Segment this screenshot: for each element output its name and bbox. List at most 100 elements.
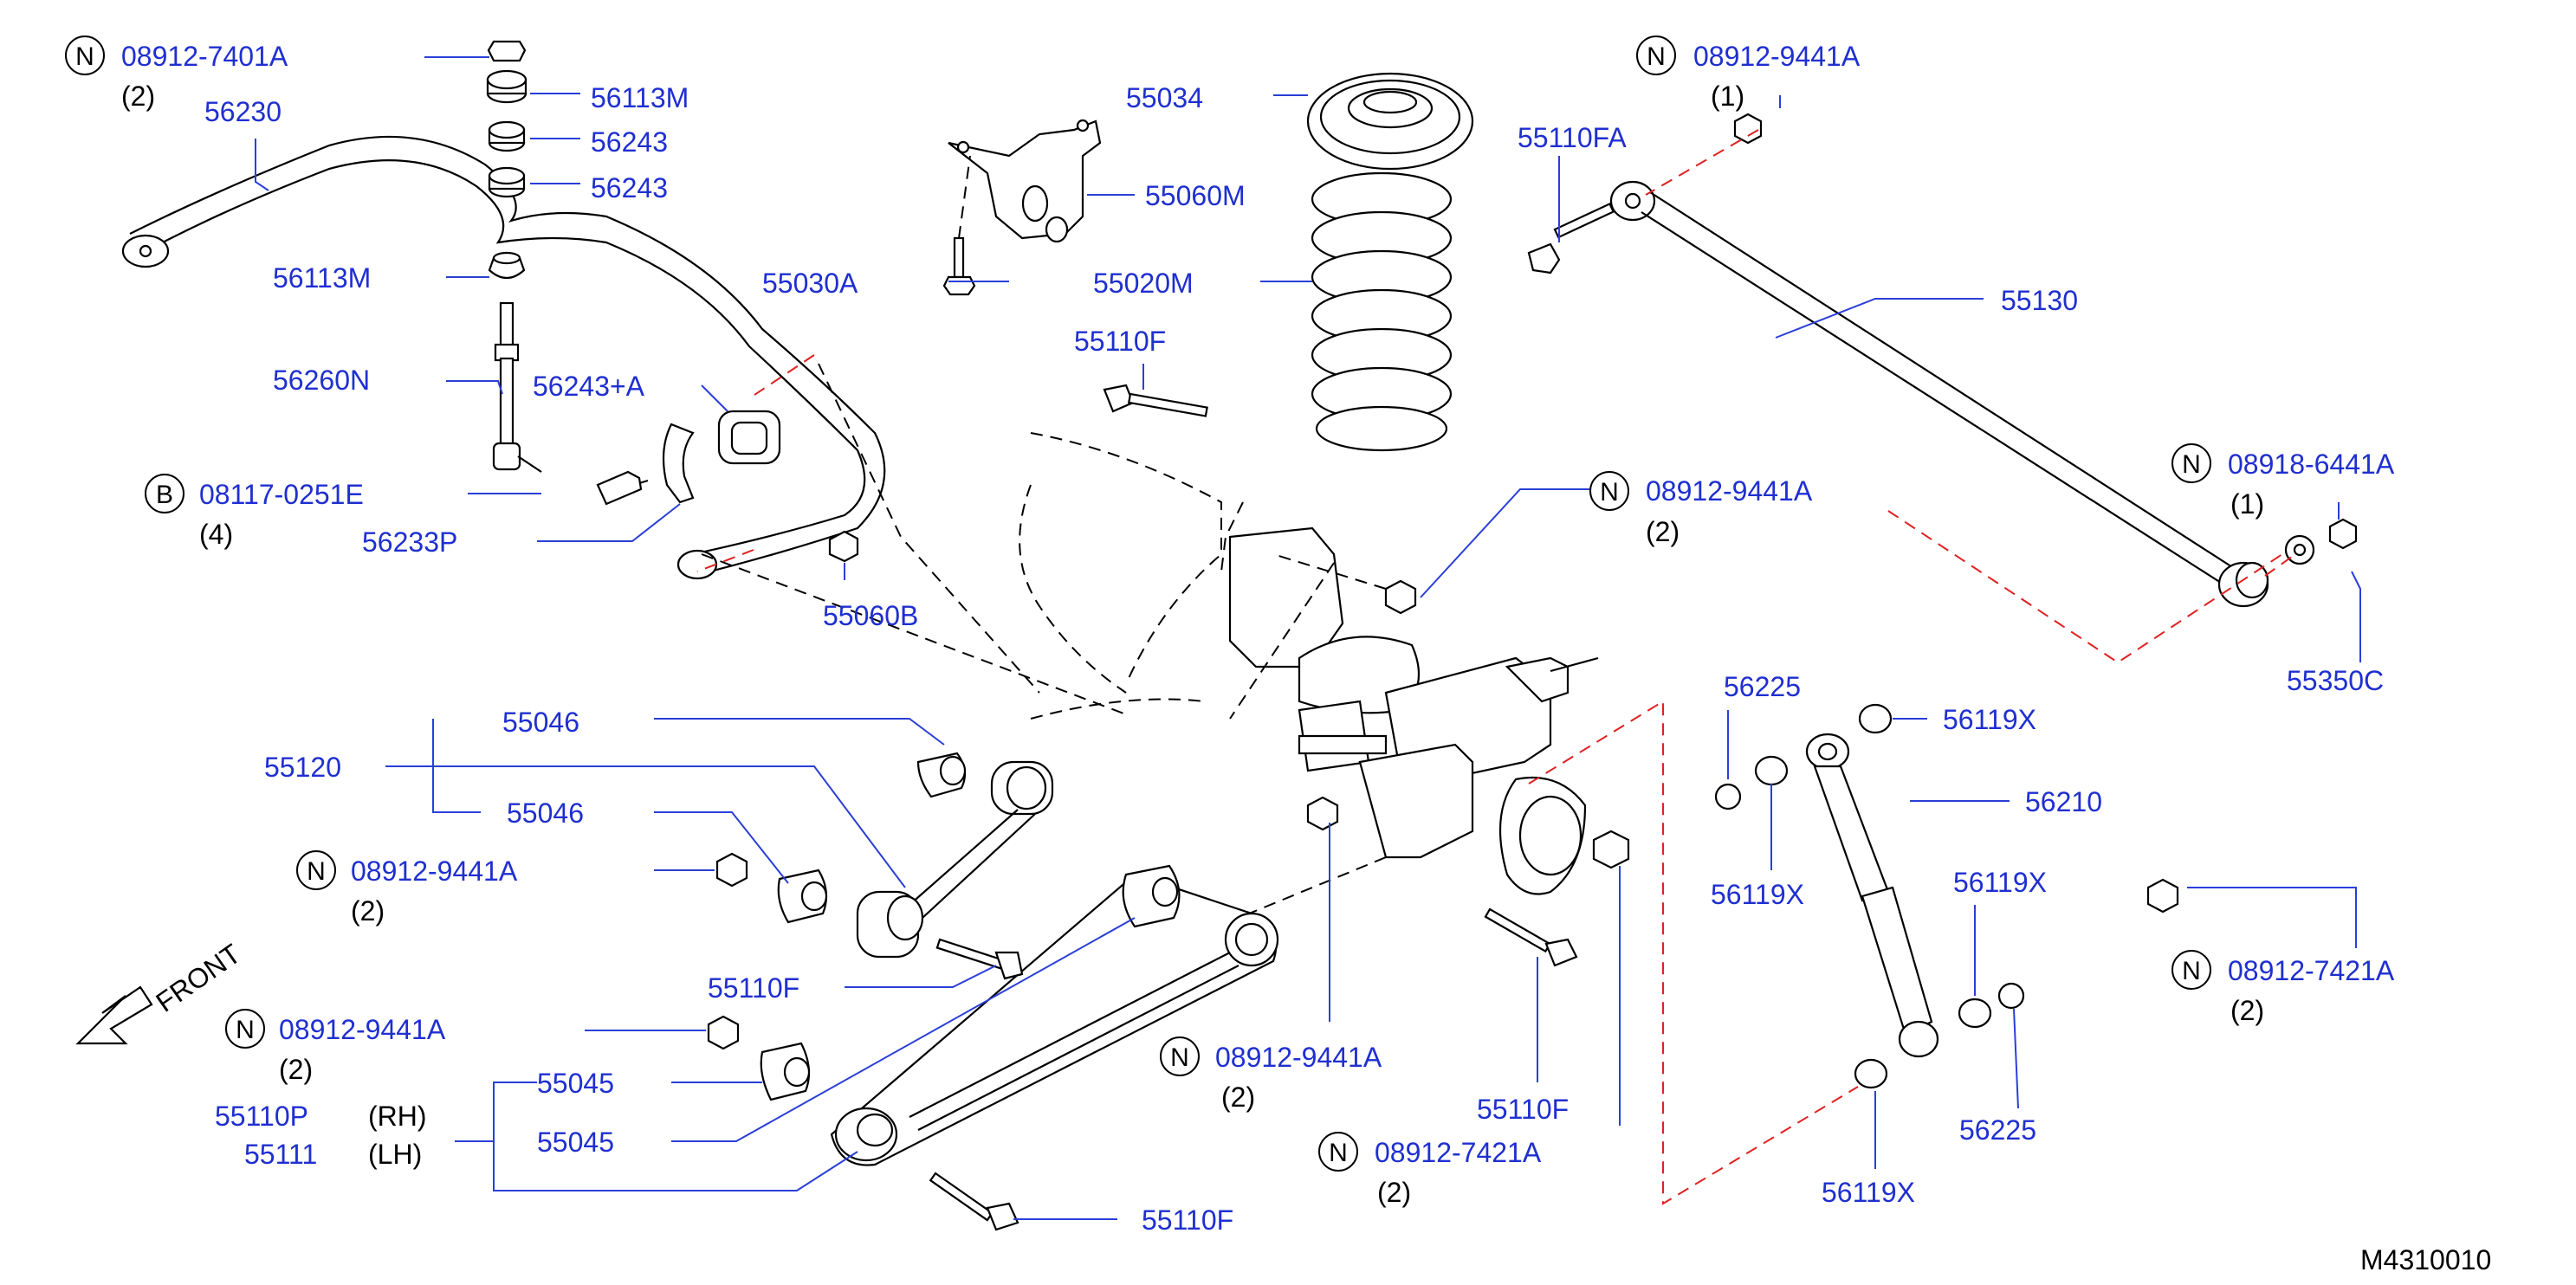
part-number: 56119X bbox=[1711, 879, 1804, 910]
part-number: 08912-9441A bbox=[279, 1014, 446, 1045]
svg-text:N: N bbox=[2182, 957, 2201, 985]
part-number: 08918-6441A bbox=[2228, 449, 2395, 480]
nut-lower-link bbox=[707, 1015, 740, 1050]
part-number: 55110F bbox=[1477, 1094, 1569, 1125]
part-number: 08912-7421A bbox=[2228, 955, 2395, 986]
svg-text:N: N bbox=[307, 857, 326, 886]
axle-housing bbox=[1019, 432, 1599, 919]
shock-absorber bbox=[1805, 733, 1939, 1058]
part-number: 55110FA bbox=[1518, 122, 1627, 153]
nut-bracket-right bbox=[1384, 579, 1417, 615]
svg-text:N: N bbox=[1600, 478, 1619, 507]
symbol-n-c34: N bbox=[1160, 1036, 1200, 1076]
part-number: 08912-9441A bbox=[1693, 41, 1861, 72]
quantity: (1) bbox=[2230, 488, 2264, 520]
part-number: 55060B bbox=[823, 600, 918, 631]
part-number: 55045 bbox=[537, 1127, 614, 1158]
svg-text:N: N bbox=[1329, 1139, 1348, 1167]
symbol-n-c20: N bbox=[2171, 443, 2211, 483]
stabilizer-bushing-stack bbox=[486, 40, 527, 280]
bolt-55110f-lower bbox=[929, 1172, 994, 1222]
diagram-code: M4310010 bbox=[2360, 1244, 2491, 1275]
svg-text:N: N bbox=[1647, 42, 1666, 71]
part-number: 55046 bbox=[502, 707, 579, 738]
part-number: 55110F bbox=[1142, 1204, 1233, 1236]
stabilizer-bar bbox=[121, 135, 886, 580]
bolt-55110f-mid-head bbox=[994, 951, 1024, 980]
quantity: (LH) bbox=[368, 1139, 422, 1170]
bolt-55110f-axle-head bbox=[1544, 938, 1578, 967]
symbol-n-c36: N bbox=[1318, 1132, 1358, 1172]
part-number: 56230 bbox=[204, 96, 282, 127]
nut-axle-right bbox=[1592, 830, 1630, 869]
lateral-rod bbox=[1609, 180, 2358, 608]
part-number: 55060M bbox=[1145, 180, 1246, 211]
nut-55060b bbox=[828, 530, 859, 563]
part-number: 56119X bbox=[1943, 704, 2036, 735]
part-number: 55045 bbox=[537, 1068, 614, 1099]
svg-text:N: N bbox=[1170, 1043, 1189, 1072]
washer-56225-b bbox=[1997, 982, 2025, 1010]
part-number: 55110P bbox=[215, 1101, 308, 1132]
bolt-55110f-axle bbox=[1484, 907, 1551, 953]
stabilizer-link bbox=[492, 301, 542, 473]
quantity: (2) bbox=[1377, 1177, 1411, 1208]
symbol-n-c17: N bbox=[1636, 36, 1676, 75]
symbol-n-c44: N bbox=[2171, 950, 2211, 990]
part-number: 55130 bbox=[2001, 285, 2078, 316]
part-number: 56243 bbox=[591, 172, 668, 203]
part-number: 08117-0251E bbox=[199, 479, 364, 510]
quantity: (2) bbox=[1646, 516, 1680, 547]
part-number: 56113M bbox=[591, 82, 689, 113]
front-arrow bbox=[75, 985, 153, 1045]
svg-text:N: N bbox=[2182, 450, 2201, 479]
parts-illustration bbox=[75, 40, 2358, 1231]
part-number: 56225 bbox=[1724, 671, 1801, 702]
stabilizer-bracket bbox=[596, 410, 781, 506]
symbol-n-c22: N bbox=[1589, 471, 1629, 511]
nut-56119x-right bbox=[2146, 878, 2179, 914]
bolt-55110f-lower-head bbox=[986, 1202, 1019, 1231]
part-number: 56210 bbox=[2025, 786, 2102, 817]
bushing-56119x-d bbox=[1854, 1058, 1888, 1089]
part-number: 55110F bbox=[1074, 326, 1166, 357]
quantity: (2) bbox=[121, 81, 155, 112]
svg-text:N: N bbox=[236, 1016, 255, 1044]
part-number: 55046 bbox=[507, 797, 584, 829]
part-number: 55110F bbox=[708, 972, 799, 1004]
bolt-55110f-mid bbox=[935, 938, 1007, 971]
lower-link bbox=[760, 864, 1279, 1166]
part-number: 55034 bbox=[1126, 82, 1203, 113]
part-number: 56119X bbox=[1822, 1177, 1915, 1208]
symbol-n-c01: N bbox=[65, 36, 105, 75]
nut-lateral-rod-upper bbox=[1733, 113, 1763, 145]
upper-link bbox=[777, 752, 1054, 959]
spring-bracket bbox=[948, 119, 1102, 243]
part-number: 08912-7421A bbox=[1375, 1137, 1542, 1168]
symbol-b-c09: B bbox=[145, 474, 184, 513]
front-label: FRONT bbox=[150, 938, 246, 1018]
part-number: 56225 bbox=[1959, 1114, 2036, 1146]
svg-text:B: B bbox=[156, 481, 173, 509]
part-number: 55111 bbox=[244, 1139, 317, 1170]
part-number: 55020M bbox=[1093, 268, 1194, 299]
bolt-55110f-top bbox=[1103, 384, 1208, 417]
washer-56225-a bbox=[1714, 783, 1742, 810]
part-number: 08912-9441A bbox=[1215, 1042, 1382, 1073]
part-number: 08912-7401A bbox=[121, 41, 288, 72]
quantity: (RH) bbox=[368, 1101, 427, 1132]
svg-text:N: N bbox=[75, 42, 94, 71]
bushing-56119x-c bbox=[1958, 998, 1992, 1029]
bushing-56119x-b bbox=[1754, 755, 1789, 786]
quantity: (2) bbox=[2230, 995, 2264, 1026]
part-number: 55030A bbox=[762, 268, 858, 299]
part-number: 56113M bbox=[273, 262, 371, 294]
nut-axle-center bbox=[1306, 796, 1339, 831]
quantity: (1) bbox=[1711, 81, 1744, 112]
symbols: N B N N N N N N N N bbox=[65, 36, 2211, 1172]
part-number: 56119X bbox=[1953, 867, 2047, 898]
part-number: 56243+A bbox=[533, 371, 645, 402]
quantity: (2) bbox=[1221, 1082, 1255, 1113]
nut-upper-link bbox=[715, 852, 748, 888]
